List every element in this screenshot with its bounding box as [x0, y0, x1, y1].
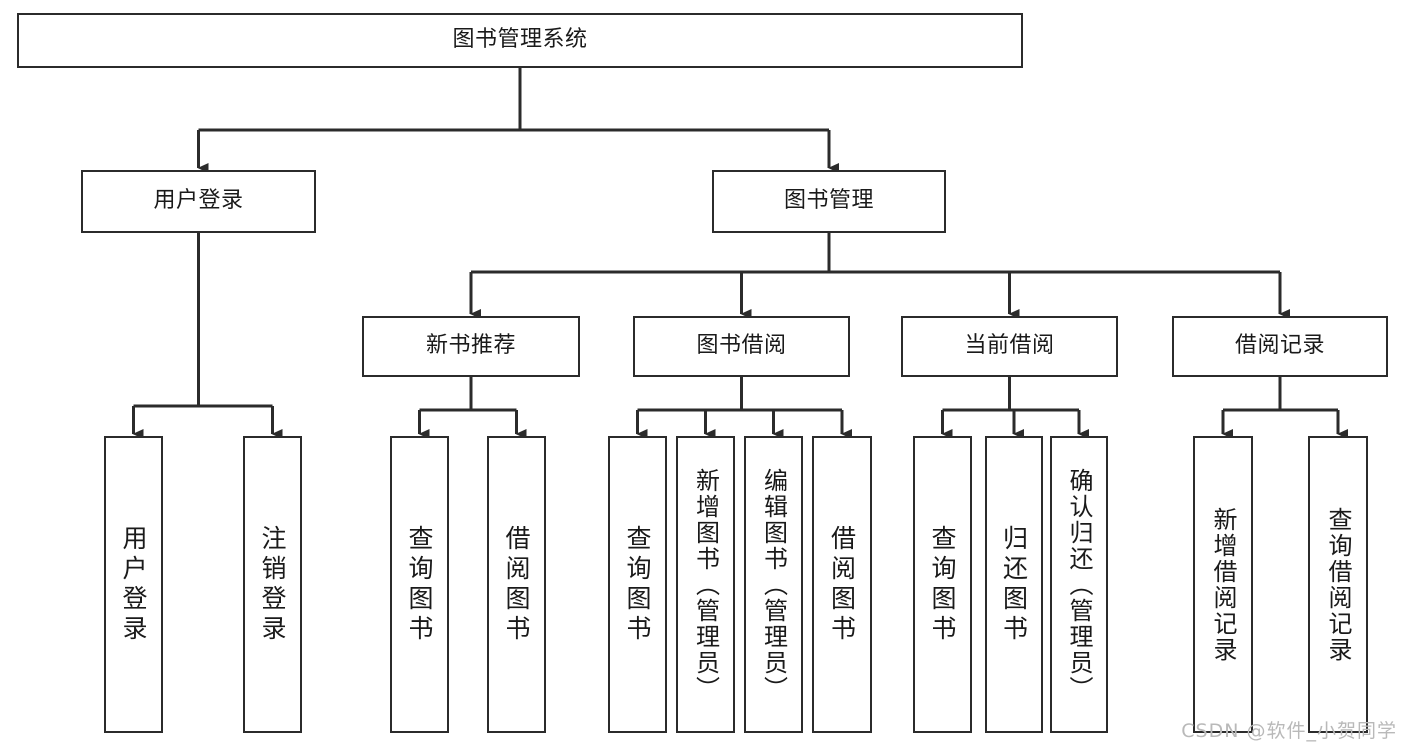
node-label-leaf-query-book-borrow: 查询图书 [623, 524, 652, 645]
node-root[interactable]: 图书管理系统 [17, 13, 1023, 68]
node-user-login[interactable]: 用户登录 [81, 170, 316, 233]
node-label-leaf-logout: 注销登录 [258, 524, 287, 645]
node-leaf-return-book[interactable]: 归还图书 [985, 436, 1043, 733]
node-leaf-logout[interactable]: 注销登录 [243, 436, 302, 733]
node-leaf-query-book-borrow[interactable]: 查询图书 [608, 436, 667, 733]
node-book-management[interactable]: 图书管理 [712, 170, 946, 233]
node-current-borrow[interactable]: 当前借阅 [901, 316, 1118, 377]
node-label-root: 图书管理系统 [452, 27, 588, 53]
node-leaf-edit-book-admin[interactable]: 编辑图书（管理员） [744, 436, 803, 733]
node-label-leaf-add-borrow-record: 新增借阅记录 [1209, 506, 1237, 663]
node-label-leaf-borrow-book: 借阅图书 [827, 524, 857, 645]
node-label-leaf-user-login: 用户登录 [119, 524, 148, 645]
node-leaf-query-borrow-record[interactable]: 查询借阅记录 [1308, 436, 1368, 733]
node-label-leaf-query-book-recommend: 查询图书 [405, 524, 434, 645]
node-leaf-query-book-current[interactable]: 查询图书 [913, 436, 972, 733]
node-label-leaf-query-borrow-record: 查询借阅记录 [1324, 506, 1352, 663]
node-borrow-records[interactable]: 借阅记录 [1172, 316, 1388, 377]
node-leaf-add-borrow-record[interactable]: 新增借阅记录 [1193, 436, 1253, 733]
node-leaf-user-login[interactable]: 用户登录 [104, 436, 163, 733]
node-label-leaf-borrow-book-recommend: 借阅图书 [502, 524, 531, 645]
node-label-leaf-edit-book-admin: 编辑图书（管理员） [759, 467, 788, 702]
node-leaf-borrow-book[interactable]: 借阅图书 [812, 436, 872, 733]
node-label-leaf-query-book-current: 查询图书 [928, 524, 957, 645]
node-label-new-book-recommend: 新书推荐 [425, 333, 516, 359]
node-label-book-borrow: 图书借阅 [696, 333, 787, 359]
node-book-borrow[interactable]: 图书借阅 [633, 316, 850, 377]
node-leaf-add-book-admin[interactable]: 新增图书（管理员） [676, 436, 735, 733]
node-leaf-borrow-book-recommend[interactable]: 借阅图书 [487, 436, 546, 733]
node-label-leaf-add-book-admin: 新增图书（管理员） [691, 467, 720, 702]
node-label-leaf-return-book: 归还图书 [999, 524, 1029, 645]
node-leaf-confirm-return-admin[interactable]: 确认归还（管理员） [1050, 436, 1108, 733]
node-label-user-login: 用户登录 [153, 188, 244, 214]
node-leaf-query-book-recommend[interactable]: 查询图书 [390, 436, 449, 733]
node-label-book-management: 图书管理 [783, 188, 874, 214]
node-label-borrow-records: 借阅记录 [1234, 333, 1325, 359]
node-label-leaf-confirm-return-admin: 确认归还（管理员） [1065, 467, 1093, 702]
node-label-current-borrow: 当前借阅 [964, 333, 1055, 359]
node-new-book-recommend[interactable]: 新书推荐 [362, 316, 580, 377]
